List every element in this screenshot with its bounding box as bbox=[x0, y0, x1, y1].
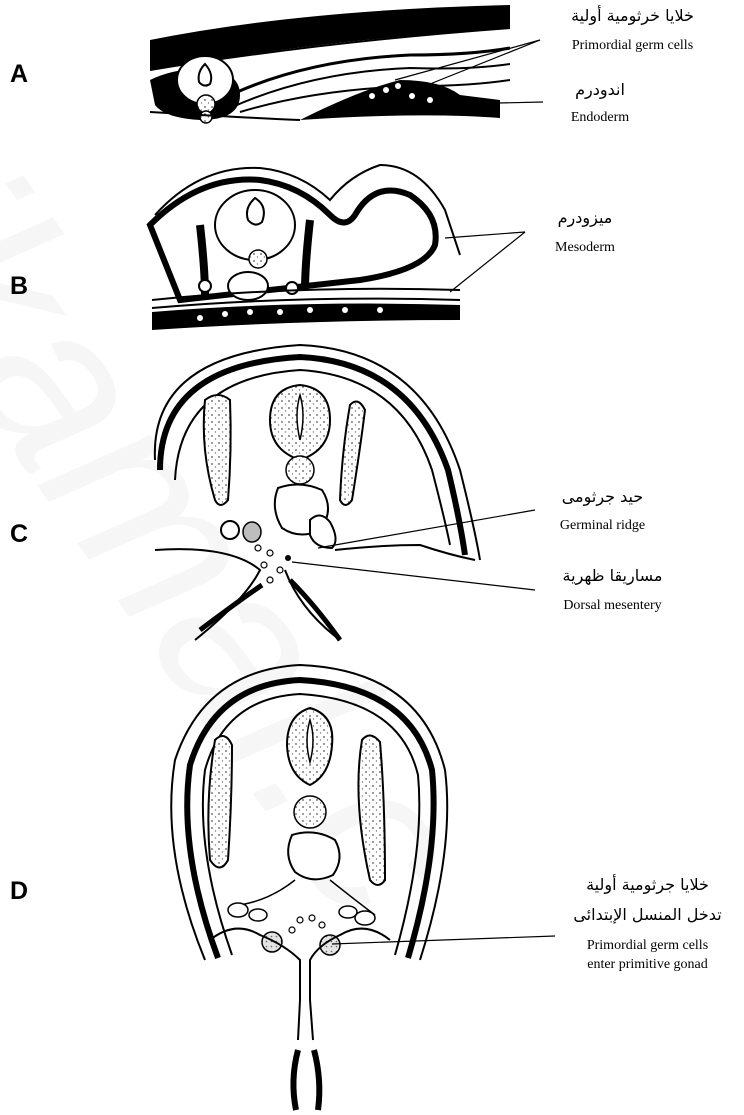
label-dorsal-mesentery-ar: مساريقا ظهرية bbox=[535, 566, 690, 585]
panel-d-leader-line bbox=[332, 936, 555, 944]
panel-b-letter: B bbox=[10, 272, 28, 301]
panel-b-illustration bbox=[150, 165, 460, 330]
label-dorsal-mesentery-en: Dorsal mesentery bbox=[535, 598, 690, 614]
label-primordial-germ-cells-en: Primordial germ cells bbox=[530, 38, 735, 54]
panel-a-letter: A bbox=[10, 60, 28, 89]
label-endoderm-en: Endoderm bbox=[545, 110, 655, 126]
label-pgc-enter-gonad-ar-1: خلايا جرثومية أولية bbox=[555, 875, 740, 894]
panel-c-illustration bbox=[155, 345, 480, 640]
label-pgc-enter-gonad-en-1: Primordial germ cells bbox=[555, 938, 740, 954]
panel-c-letter: C bbox=[10, 520, 28, 549]
label-primordial-germ-cells-ar: خلايا خرثومية أولية bbox=[530, 6, 735, 25]
label-endoderm-ar: اندودرم bbox=[545, 80, 655, 99]
panel-a-illustration bbox=[150, 5, 510, 123]
label-germinal-ridge-ar: حيد جرثومى bbox=[535, 487, 670, 506]
label-germinal-ridge-en: Germinal ridge bbox=[535, 518, 670, 534]
panel-d-letter: D bbox=[10, 877, 28, 906]
label-pgc-enter-gonad-en-2: enter primitive gonad bbox=[555, 957, 740, 973]
label-pgc-enter-gonad-ar-2: تدخل المنسل الإبتدائى bbox=[555, 905, 740, 924]
panel-b-leader-lines bbox=[445, 232, 525, 292]
label-mesoderm-en: Mesoderm bbox=[530, 240, 640, 256]
panel-d-illustration bbox=[171, 665, 447, 1110]
label-mesoderm-ar: ميزودرم bbox=[530, 208, 640, 227]
